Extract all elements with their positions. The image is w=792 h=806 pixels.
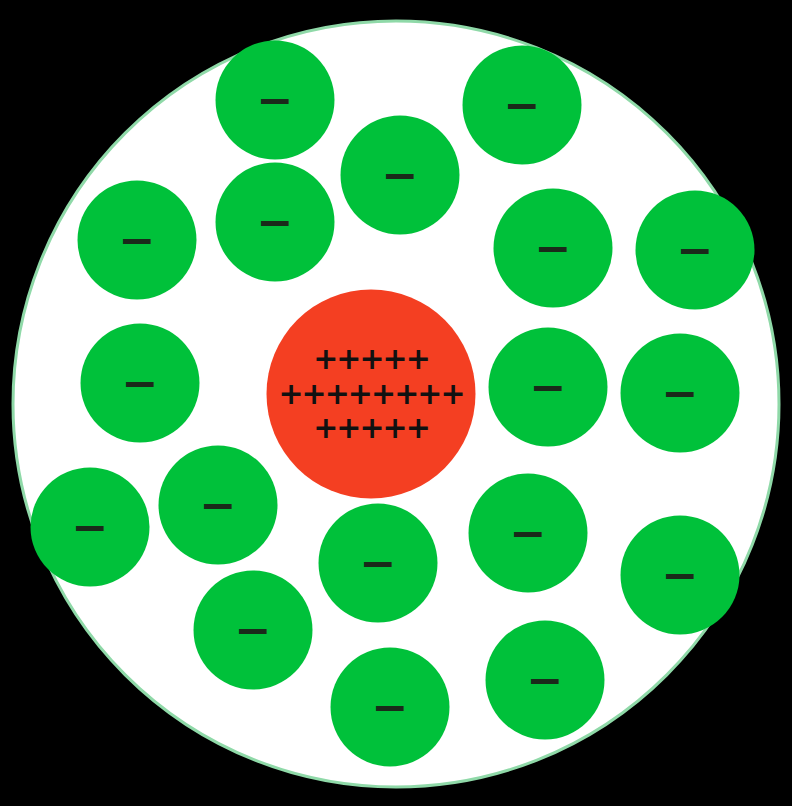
circle-fill [159, 446, 278, 565]
circle-fill [194, 571, 313, 690]
circle-fill [486, 621, 605, 740]
plus-signs: +++++ [313, 411, 429, 446]
circle-fill [216, 163, 335, 282]
circle-fill [621, 334, 740, 453]
circle-fill [78, 181, 197, 300]
circle-fill [341, 116, 460, 235]
circle-fill [636, 191, 755, 310]
electron-circle: − [330, 647, 450, 767]
minus-sign: − [257, 75, 294, 126]
atom-body [13, 21, 779, 787]
electron-circle: − [193, 570, 313, 690]
electron-circle: − [158, 445, 278, 565]
electron-circle: − [80, 323, 200, 443]
minus-sign: − [662, 368, 699, 419]
electron-circle: − [468, 473, 588, 593]
circle-fill [319, 504, 438, 623]
minus-sign: − [527, 655, 564, 706]
minus-sign: − [662, 550, 699, 601]
electron-circle: − [318, 503, 438, 623]
electron-circle: − [620, 333, 740, 453]
electron-circle: − [488, 327, 608, 447]
minus-sign: − [257, 197, 294, 248]
minus-sign: − [200, 480, 237, 531]
circle-fill [331, 648, 450, 767]
minus-sign: − [677, 225, 714, 276]
circle-fill [267, 290, 476, 499]
minus-sign: − [122, 358, 159, 409]
circle-fill [494, 189, 613, 308]
minus-sign: − [372, 682, 409, 733]
electron-circle: − [340, 115, 460, 235]
nucleus-circle: ++++++++++++++++++ [266, 289, 476, 499]
minus-sign: − [235, 605, 272, 656]
electron-circle: − [493, 188, 613, 308]
minus-sign: − [504, 80, 541, 131]
circle-fill [81, 324, 200, 443]
electron-circle: − [215, 162, 335, 282]
circle-fill [621, 516, 740, 635]
circle-fill [31, 468, 150, 587]
minus-sign: − [535, 223, 572, 274]
electron-circle: − [215, 40, 335, 160]
electron-circle: − [620, 515, 740, 635]
plus-signs: ++++++++ [278, 377, 463, 412]
electron-circle: − [485, 620, 605, 740]
circle-fill [469, 474, 588, 593]
circle-fill [216, 41, 335, 160]
electron-circle: − [635, 190, 755, 310]
electron-circle: − [462, 45, 582, 165]
minus-sign: − [119, 215, 156, 266]
plus-signs: +++++ [313, 342, 429, 377]
minus-sign: − [360, 538, 397, 589]
electron-circle: − [30, 467, 150, 587]
minus-sign: − [510, 508, 547, 559]
circle-fill [489, 328, 608, 447]
minus-sign: − [530, 362, 567, 413]
minus-sign: − [72, 502, 109, 553]
minus-sign: − [382, 150, 419, 201]
circle-fill [463, 46, 582, 165]
electron-circle: − [77, 180, 197, 300]
